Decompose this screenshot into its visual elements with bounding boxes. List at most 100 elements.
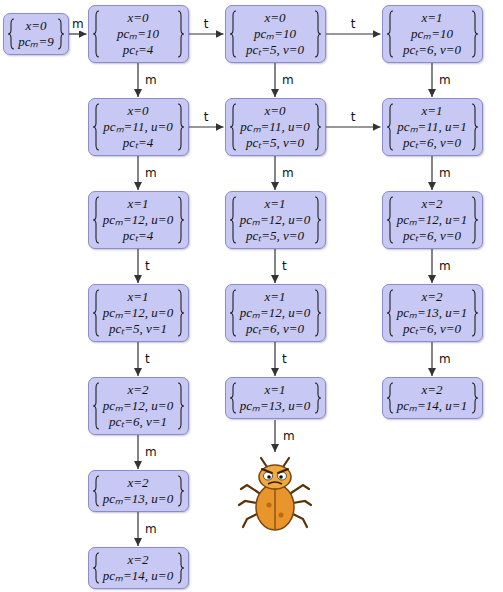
transition-label: m (70, 17, 86, 31)
state-assignment: pcₘ=11, u=0 (103, 119, 174, 135)
transition-arrow (431, 156, 432, 190)
state-lines: x=1pcₘ=12, u=0pcₜ=5, v=0 (226, 192, 325, 248)
brace-symbol (230, 104, 236, 150)
state-lines: x=2pcₘ=14, u=1 (383, 378, 482, 418)
state-assignment: x=1 (397, 103, 468, 119)
transition-label: t (349, 110, 358, 124)
state-box: x=1pcₘ=12, u=0pcₜ=4 (88, 191, 189, 249)
brace-symbol (472, 11, 478, 57)
state-lines: x=0pcₘ=9 (4, 14, 68, 54)
state-lines: x=2pcₘ=14, u=0 (89, 548, 188, 588)
state-assignment: pcₘ=11, u=0 (240, 119, 311, 135)
state-assignment: x=2 (397, 289, 468, 305)
state-assignment: pcₜ=5, v=0 (240, 135, 311, 151)
brace-symbol (93, 104, 99, 150)
brace-symbol (387, 11, 393, 57)
bug-illustration (237, 455, 313, 535)
state-assignment: x=2 (103, 382, 174, 398)
state-assignment: x=2 (397, 382, 468, 398)
state-box: x=1pcₘ=12, u=0pcₜ=6, v=0 (225, 284, 326, 342)
state-assignment: pcₘ=12, u=0 (103, 212, 174, 228)
brace-symbol (315, 290, 321, 336)
state-assignment: pcₜ=4 (103, 135, 174, 151)
state-assignment: pcₘ=12, u=0 (240, 305, 311, 321)
transition-label: t (202, 110, 211, 124)
brace-symbol (472, 104, 478, 150)
state-assignment: pcₘ=12, u=1 (397, 212, 468, 228)
state-box: x=1pcₘ=12, u=0pcₜ=5, v=0 (225, 191, 326, 249)
state-box: x=2pcₘ=12, u=1pcₜ=6, v=0 (382, 191, 483, 249)
state-assignment: pcₘ=12, u=0 (103, 398, 174, 414)
transition-label: m (437, 352, 453, 366)
transition-arrow (189, 126, 224, 127)
state-box: x=1pcₘ=11, u=1pcₜ=6, v=0 (382, 98, 483, 156)
state-lines: x=0pcₘ=11, u=0pcₜ=5, v=0 (226, 99, 325, 155)
state-box: x=0pcₘ=10pcₜ=4 (88, 5, 189, 63)
state-box: x=0pcₘ=10pcₜ=5, v=0 (225, 5, 326, 63)
brace-symbol (93, 383, 99, 429)
state-assignment: x=2 (103, 475, 174, 491)
state-lines: x=1pcₘ=12, u=0pcₜ=6, v=0 (226, 285, 325, 341)
transition-arrow (137, 435, 138, 469)
transition-arrow (137, 512, 138, 546)
brace-symbol (472, 290, 478, 336)
state-assignment: x=1 (240, 382, 311, 398)
state-assignment: pcₘ=11, u=1 (397, 119, 468, 135)
transition-arrow (274, 342, 275, 376)
state-assignment: x=0 (240, 10, 311, 26)
transition-arrow (431, 249, 432, 283)
brace-symbol (230, 197, 236, 243)
transition-arrow (137, 63, 138, 97)
brace-symbol (8, 19, 14, 49)
state-assignment: pcₘ=9 (18, 34, 54, 50)
brace-symbol (230, 290, 236, 336)
state-assignment: pcₘ=13, u=0 (240, 398, 311, 414)
brace-symbol (178, 197, 184, 243)
state-assignment: pcₘ=12, u=0 (240, 212, 311, 228)
brace-symbol (387, 197, 393, 243)
state-assignment: pcₜ=4 (103, 228, 174, 244)
state-lines: x=2pcₘ=12, u=1pcₜ=6, v=0 (383, 192, 482, 248)
brace-symbol (178, 11, 184, 57)
transition-label: m (437, 259, 453, 273)
state-assignment: x=0 (240, 103, 311, 119)
brace-symbol (472, 383, 478, 413)
state-assignment: x=2 (397, 196, 468, 212)
state-assignment: pcₘ=14, u=1 (397, 398, 468, 414)
state-lines: x=1pcₘ=12, u=0pcₜ=5, v=1 (89, 285, 188, 341)
state-assignment: x=1 (103, 289, 174, 305)
state-assignment: pcₘ=10 (240, 26, 311, 42)
brace-symbol (178, 476, 184, 506)
state-lines: x=1pcₘ=13, u=0 (226, 378, 325, 418)
state-box: x=2pcₘ=13, u=1pcₜ=6, v=0 (382, 284, 483, 342)
transition-label: t (280, 352, 289, 366)
state-assignment: pcₜ=5, v=0 (240, 42, 311, 58)
state-assignment: pcₜ=5, v=0 (240, 228, 311, 244)
state-lines: x=1pcₘ=11, u=1pcₜ=6, v=0 (383, 99, 482, 155)
state-assignment: pcₘ=14, u=0 (103, 568, 174, 584)
state-lines: x=0pcₘ=10pcₜ=5, v=0 (226, 6, 325, 62)
transition-label: m (280, 73, 296, 87)
state-assignment: pcₜ=4 (103, 42, 174, 58)
brace-symbol (93, 553, 99, 583)
state-lines: x=1pcₘ=12, u=0pcₜ=4 (89, 192, 188, 248)
state-box: x=2pcₘ=14, u=0 (88, 547, 189, 589)
brace-symbol (230, 11, 236, 57)
transition-arrow (431, 342, 432, 376)
transition-label: t (202, 17, 211, 31)
state-assignment: x=2 (103, 552, 174, 568)
state-assignment: x=1 (240, 196, 311, 212)
state-assignment: x=1 (397, 10, 468, 26)
transition-label: m (143, 522, 159, 536)
state-lines: x=0pcₘ=11, u=0pcₜ=4 (89, 99, 188, 155)
transition-arrow (326, 126, 381, 127)
transition-label: m (280, 166, 296, 180)
state-assignment: x=0 (103, 10, 174, 26)
transition-arrow (69, 33, 87, 34)
transition-arrow (189, 33, 224, 34)
brace-symbol (315, 104, 321, 150)
state-box: x=0pcₘ=11, u=0pcₜ=4 (88, 98, 189, 156)
brace-symbol (93, 197, 99, 243)
state-assignment: x=1 (103, 196, 174, 212)
state-lines: x=0pcₘ=10pcₜ=4 (89, 6, 188, 62)
